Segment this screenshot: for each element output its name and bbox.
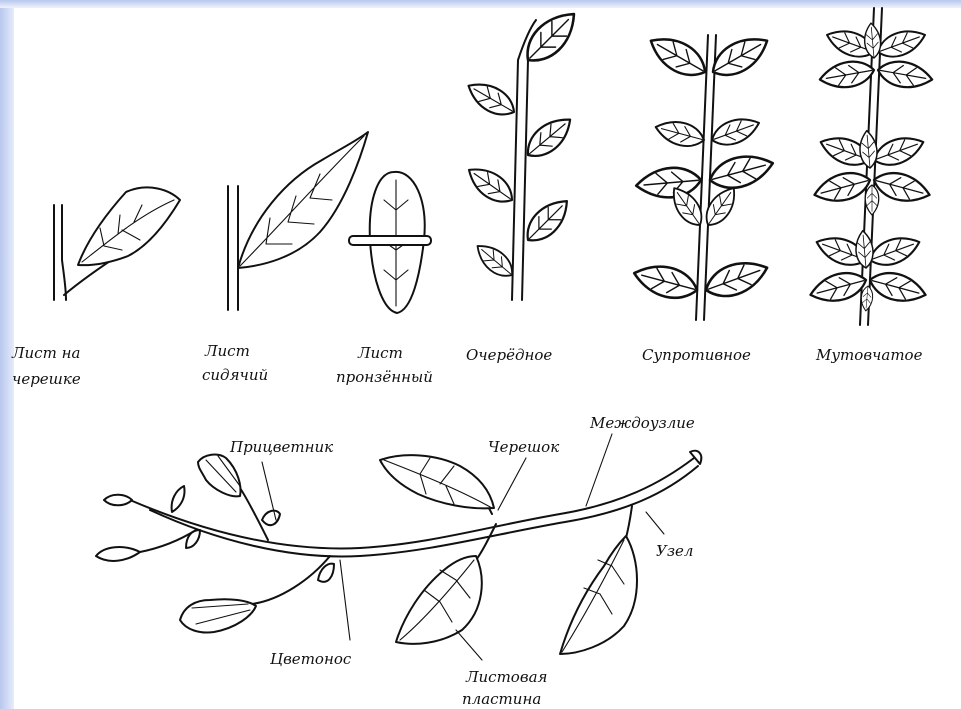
whorled-arrangement-drawing [807,8,934,325]
label-internode: Междоузлие [589,414,695,432]
label-sessile-line2: сидячий [202,366,268,384]
perfoliate-leaf-drawing [349,172,431,313]
label-bract: Прицветник [229,438,333,456]
label-blade-line1: Листовая [465,668,547,686]
opposite-arrangement-drawing [630,29,776,320]
alternate-arrangement-drawing [462,4,584,300]
label-blade-line2: пластина [462,690,541,708]
sessile-leaf-drawing [228,132,368,310]
label-petiole: Черешок [488,438,559,456]
label-perfoliate-line2: пронзённый [336,368,433,386]
petiolate-leaf-drawing [54,187,180,300]
label-pedicel: Цветонос [270,650,352,668]
label-node: Узел [656,542,693,560]
label-petiolate-line1: Лист на [11,344,80,362]
shoot-structure-drawing [96,434,701,660]
label-opposite: Супротивное [642,346,751,364]
label-petiolate-line2: черешке [12,370,81,388]
label-sessile-line1: Лист [204,342,250,360]
label-perfoliate-line1: Лист [357,344,403,362]
label-whorled: Мутовчатое [815,346,923,364]
label-alternate: Очерёдное [466,346,552,364]
